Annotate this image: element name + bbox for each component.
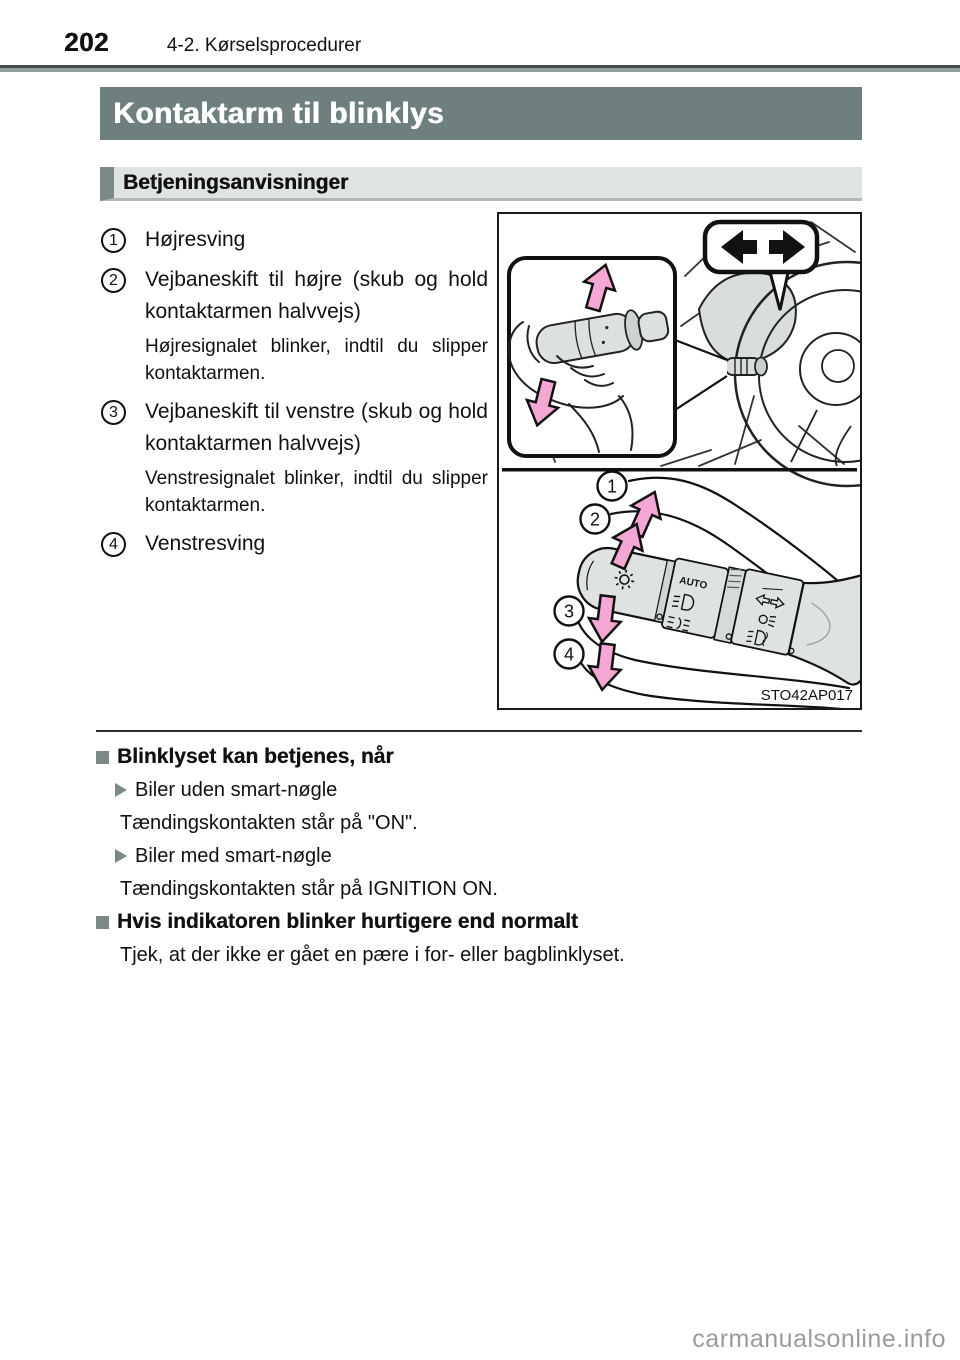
turn-signal-arrows-icon xyxy=(755,588,785,609)
callout-2: 2 xyxy=(590,510,600,530)
step-text: Venstresving xyxy=(145,532,266,555)
step-number-badge: 3 xyxy=(101,400,126,425)
note-heading: Blinklyset kan betjenes, når xyxy=(96,745,862,769)
parking-light-icon xyxy=(758,614,776,628)
note-bullet-text: Biler med smart-nøgle xyxy=(135,845,332,867)
side-light-icon xyxy=(666,615,691,632)
headlight-switch-icon xyxy=(586,560,635,591)
right-arrow-icon xyxy=(769,230,805,264)
step-number-badge: 2 xyxy=(101,268,126,293)
note-text: Tændingskontakten står på "ON". xyxy=(120,812,418,834)
note-bullet: Biler uden smart-nøgle xyxy=(115,778,862,802)
figure-callouts: 1 2 3 4 xyxy=(553,470,628,670)
step-text: Vejbaneskift til venstre (skub og hold k… xyxy=(145,400,488,455)
stalk-on-column xyxy=(724,356,768,377)
watermark: carmanualsonline.info xyxy=(692,1325,946,1353)
note-heading-text: Blinklyset kan betjenes, når xyxy=(117,745,394,768)
step-item-2: 2 Vejbaneskift til højre (skub og hold k… xyxy=(100,264,488,387)
turn-signal-lever: AUTO xyxy=(576,546,877,686)
figure-turn-signal-lever: AUTO xyxy=(497,212,960,712)
figure-divider xyxy=(502,468,857,472)
callout-4: 4 xyxy=(564,645,574,665)
left-arrow-icon xyxy=(721,230,757,264)
step-item-3: 3 Vejbaneskift til venstre (skub og hold… xyxy=(100,396,488,519)
figure-code: STO42AP017 xyxy=(761,687,853,704)
inset-stalk xyxy=(535,309,670,365)
note-text: Tændingskontakten står på IGNITION ON. xyxy=(120,878,498,900)
left-right-arrows-callout xyxy=(702,219,820,311)
callout-1: 1 xyxy=(607,477,617,497)
steps-list: 1 Højresving 2 Vejbaneskift til højre (s… xyxy=(100,212,488,710)
down-arrow-icon xyxy=(584,640,625,694)
note-text: Tjek, at der ikke er gået en pære i for-… xyxy=(120,944,625,966)
main-column: Kontaktarm til blinklys Betjeningsanvisn… xyxy=(100,87,960,712)
fog-light-icon xyxy=(746,629,768,647)
instrument-cluster-shade xyxy=(697,271,797,366)
note-heading: Hvis indikatoren blinker hurtigere end n… xyxy=(96,910,862,934)
step-number-badge: 4 xyxy=(101,532,126,557)
header-divider xyxy=(0,65,960,72)
section-marker-icon xyxy=(96,916,109,929)
content-row: 1 Højresving 2 Vejbaneskift til højre (s… xyxy=(100,212,960,712)
note-bullet: Biler med smart-nøgle xyxy=(115,844,862,868)
figure-illustration: AUTO xyxy=(502,219,960,712)
step-item-4: 4 Venstresving xyxy=(100,528,488,560)
step-text: Vejbaneskift til højre (skub og hold kon… xyxy=(145,268,488,323)
step-note: Venstresignalet blinker, indtil du slipp… xyxy=(145,468,488,516)
hand-lever-inset xyxy=(507,256,677,458)
step-item-1: 1 Højresving xyxy=(100,224,488,256)
page-number: 202 xyxy=(64,27,109,57)
footnotes-section: Blinklyset kan betjenes, når Biler uden … xyxy=(96,730,862,967)
callout-3: 3 xyxy=(564,602,574,622)
note-bullet-text: Biler uden smart-nøgle xyxy=(135,779,338,801)
step-note: Højresignalet blinker, indtil du slip­pe… xyxy=(145,336,488,384)
section-marker-icon xyxy=(96,751,109,764)
page-title: Kontaktarm til blinklys xyxy=(100,87,862,140)
step-text: Højresving xyxy=(145,228,246,251)
low-beam-icon xyxy=(671,593,695,611)
triangle-bullet-icon xyxy=(115,849,127,863)
section-header: Betjeningsanvisninger xyxy=(100,167,862,201)
triangle-bullet-icon xyxy=(115,783,127,797)
step-number-badge: 1 xyxy=(101,228,126,253)
running-header: 202 4-2. Kørselsprocedurer xyxy=(0,0,960,58)
zoom-wedge xyxy=(674,338,728,411)
chapter-section-label: 4-2. Kørselsprocedurer xyxy=(166,35,362,56)
note-heading-text: Hvis indikatoren blinker hurtigere end n… xyxy=(117,910,578,933)
